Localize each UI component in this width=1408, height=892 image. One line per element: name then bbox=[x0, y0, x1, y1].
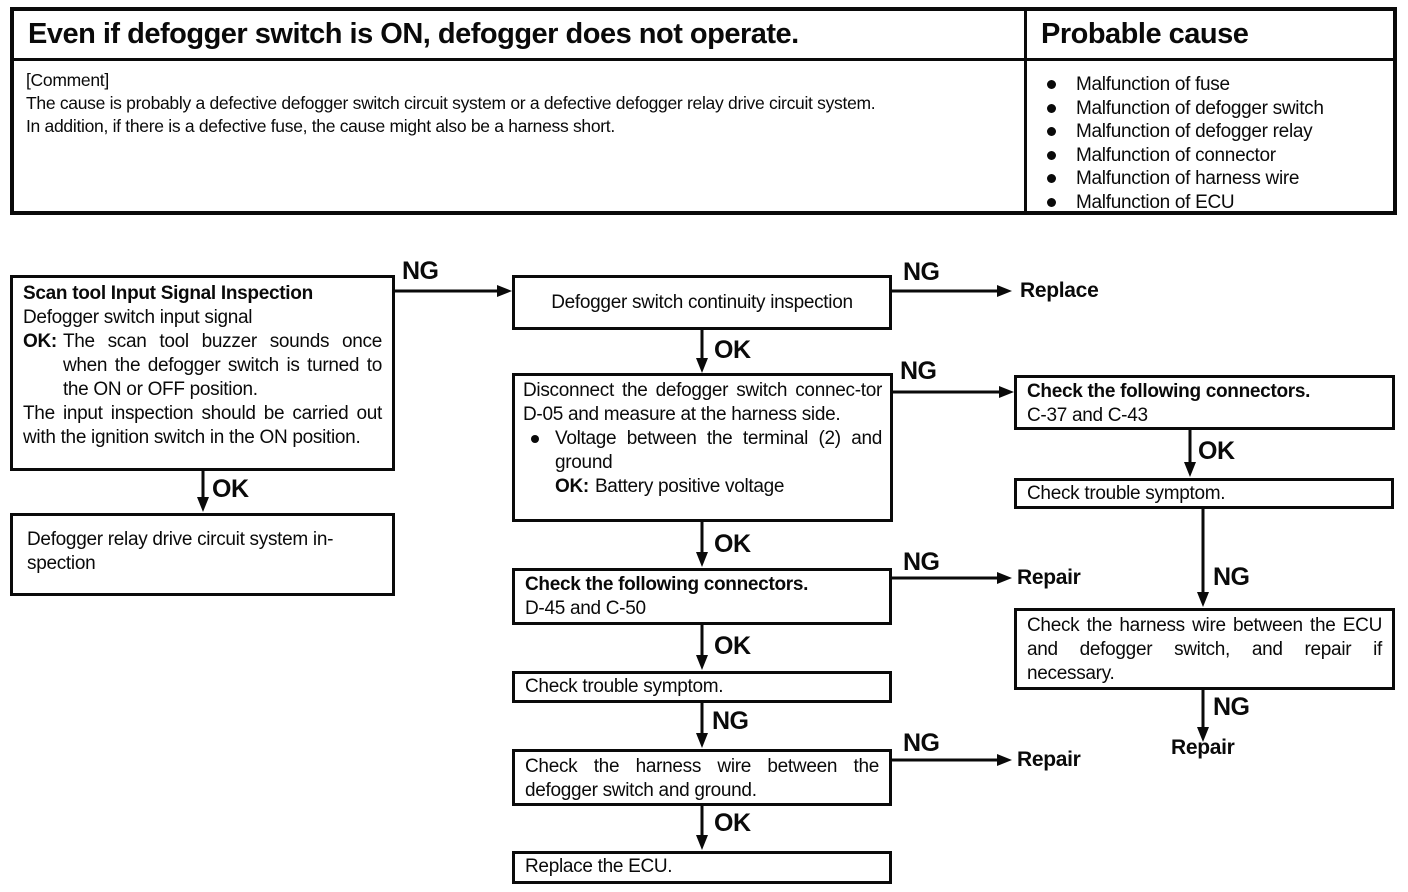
box-text: Defogger relay drive circuit system in-s… bbox=[27, 529, 334, 574]
box-title: Scan tool Input Signal Inspection bbox=[23, 283, 313, 304]
cause-text: Malfunction of defogger switch bbox=[1076, 97, 1324, 119]
bullet-icon bbox=[1047, 150, 1056, 160]
repair-terminal-label: Repair bbox=[1017, 748, 1081, 771]
list-item: Malfunction of harness wire bbox=[1041, 167, 1383, 191]
list-item: Malfunction of ECU bbox=[1041, 191, 1383, 215]
ng-label: NG bbox=[402, 257, 439, 285]
box-detail: D-45 and C-50 bbox=[525, 598, 646, 619]
bullet-icon bbox=[1047, 80, 1056, 89]
bullet-icon bbox=[1047, 127, 1056, 136]
check-trouble-symptom-right-box: Check trouble symptom. bbox=[1014, 478, 1394, 509]
relay-drive-inspection-box: Defogger relay drive circuit system in-s… bbox=[10, 513, 395, 596]
harness-ecu-box: Check the harness wire between the ECU a… bbox=[1014, 608, 1395, 690]
ok-condition-text: The scan tool buzzer sounds once when th… bbox=[62, 331, 382, 400]
box-title: Check the following connectors. bbox=[525, 574, 809, 595]
box-title: Check the following connectors. bbox=[1027, 381, 1311, 402]
ok-condition-text: Battery positive voltage bbox=[594, 476, 785, 497]
comment-cell: [Comment] The cause is probably a defect… bbox=[14, 61, 1027, 214]
probable-cause-header: Probable cause bbox=[1027, 11, 1393, 61]
box-text: Check the harness wire between the defog… bbox=[525, 756, 879, 801]
switch-continuity-box: Defogger switch continuity inspection bbox=[512, 275, 892, 330]
bullet-icon bbox=[1047, 103, 1056, 113]
ng-label: NG bbox=[1213, 693, 1250, 721]
bullet-icon bbox=[1047, 197, 1056, 207]
ng-label: NG bbox=[900, 357, 937, 385]
ng-label: NG bbox=[712, 707, 749, 735]
box-text: Replace the ECU. bbox=[525, 856, 673, 877]
ok-label: OK bbox=[212, 475, 249, 503]
replace-terminal-label: Replace bbox=[1020, 279, 1099, 302]
disconnect-measure-box: Disconnect the defogger switch connec-to… bbox=[512, 373, 893, 522]
box-line: Disconnect the defogger switch connec-to… bbox=[523, 380, 882, 425]
ok-label: OK bbox=[714, 632, 751, 660]
list-item: Malfunction of connector bbox=[1041, 144, 1383, 168]
symptom-table: Even if defogger switch is ON, defogger … bbox=[10, 7, 1397, 215]
ok-label: OK bbox=[714, 530, 751, 558]
box-note: The input inspection should be carried o… bbox=[23, 403, 382, 448]
ok-label: OK bbox=[1198, 437, 1235, 465]
bullet-icon bbox=[531, 435, 539, 443]
check-connectors-right-box: Check the following connectors. C-37 and… bbox=[1014, 375, 1395, 430]
ng-label: NG bbox=[903, 729, 940, 757]
cause-text: Malfunction of ECU bbox=[1076, 191, 1235, 213]
box-detail: C-37 and C-43 bbox=[1027, 405, 1148, 426]
box-text: Check the harness wire between the ECU a… bbox=[1027, 615, 1382, 684]
list-item: Malfunction of defogger relay bbox=[1041, 120, 1383, 144]
ok-prefix: OK: bbox=[23, 331, 57, 352]
cause-text: Malfunction of harness wire bbox=[1076, 168, 1300, 189]
harness-ground-box: Check the harness wire between the defog… bbox=[512, 749, 892, 806]
check-connectors-mid-box: Check the following connectors. D-45 and… bbox=[512, 568, 892, 625]
ng-label: NG bbox=[903, 258, 940, 286]
cause-text: Malfunction of connector bbox=[1076, 144, 1276, 166]
box-line: Defogger switch input signal bbox=[23, 307, 253, 328]
ng-label: NG bbox=[903, 548, 940, 576]
replace-ecu-box: Replace the ECU. bbox=[512, 851, 892, 884]
ng-label: NG bbox=[1213, 563, 1250, 591]
symptom-header: Even if defogger switch is ON, defogger … bbox=[14, 11, 1027, 61]
cause-text: Malfunction of fuse bbox=[1076, 74, 1230, 95]
comment-line1: The cause is probably a defective defogg… bbox=[26, 93, 876, 113]
ok-prefix: OK: bbox=[555, 476, 589, 497]
bullet-text: Voltage between the terminal (2) and gro… bbox=[555, 428, 882, 473]
repair-terminal-label: Repair bbox=[1017, 566, 1081, 589]
bullet-icon bbox=[1047, 174, 1056, 183]
list-item: Malfunction of fuse bbox=[1041, 73, 1383, 97]
ok-label: OK bbox=[714, 336, 751, 364]
box-text: Check trouble symptom. bbox=[1027, 483, 1226, 504]
scan-tool-inspection-box: Scan tool Input Signal Inspection Defogg… bbox=[10, 275, 395, 471]
ok-label: OK bbox=[714, 809, 751, 837]
box-text: Check trouble symptom. bbox=[525, 676, 724, 697]
probable-cause-list: Malfunction of fuse Malfunction of defog… bbox=[1027, 61, 1393, 214]
comment-label: [Comment] bbox=[26, 70, 109, 90]
box-text: Defogger switch continuity inspection bbox=[551, 291, 853, 313]
check-trouble-symptom-mid-box: Check trouble symptom. bbox=[512, 671, 892, 703]
list-item: Malfunction of defogger switch bbox=[1041, 97, 1383, 121]
repair-terminal-label: Repair bbox=[1171, 736, 1235, 759]
comment-line2: In addition, if there is a defective fus… bbox=[26, 116, 615, 136]
cause-text: Malfunction of defogger relay bbox=[1076, 121, 1313, 142]
